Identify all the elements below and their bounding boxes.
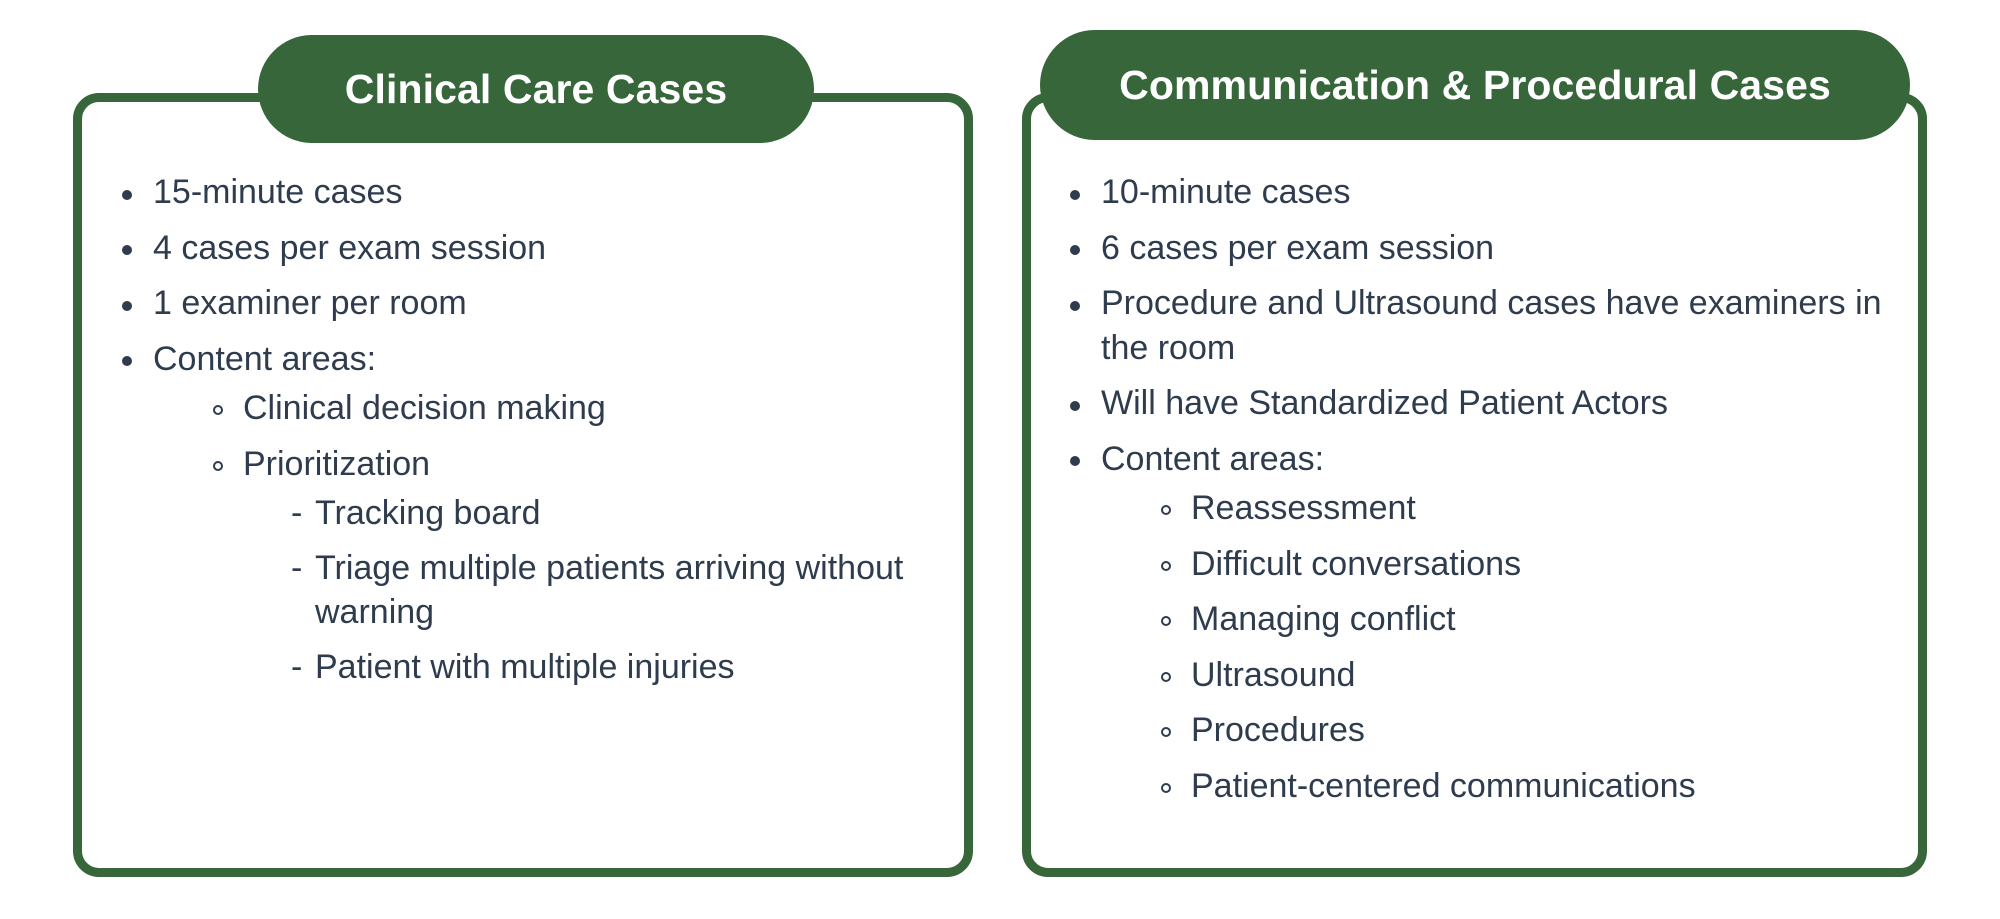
bullet-circle-icon xyxy=(1161,560,1171,571)
list-item-label: Patient-centered communications xyxy=(1191,766,1696,805)
bullet-circle-icon xyxy=(213,460,223,471)
bullet-circle-icon xyxy=(1161,505,1171,516)
list-item-label: Reassessment xyxy=(1191,489,1416,528)
card-communication-procedural-cases-title: Communication & Procedural Cases xyxy=(1040,30,1910,140)
list-item-label: 4 cases per exam session xyxy=(153,228,547,267)
bullet-circle-icon xyxy=(1161,782,1171,793)
list-item-label: Will have Standardized Patient Actors xyxy=(1101,384,1668,423)
list-item-label: Clinical decision making xyxy=(243,389,606,428)
bullet-circle-icon xyxy=(1161,616,1171,627)
bullet-disc-icon xyxy=(122,300,132,311)
list-item-label: Content areas: xyxy=(1101,439,1325,478)
list-item-label: 15-minute cases xyxy=(153,173,403,211)
list-item: - Tracking board xyxy=(291,491,952,536)
list-item: 15-minute cases xyxy=(112,170,952,215)
list-item-label: Prioritization xyxy=(243,444,431,483)
list-item: Procedures xyxy=(1153,708,1920,753)
card-clinical-care-cases-title: Clinical Care Cases xyxy=(258,35,814,143)
list-item-label: Difficult conversations xyxy=(1191,544,1522,583)
card-communication-procedural-cases-body: 10-minute cases 6 cases per exam session… xyxy=(1060,170,1920,819)
list-item-label: Content areas: xyxy=(153,339,377,378)
list-item-label: Managing conflict xyxy=(1191,600,1456,639)
list-item: Difficult conversations xyxy=(1153,542,1920,587)
list-item: 1 examiner per room xyxy=(112,281,952,326)
bullet-circle-icon xyxy=(1161,727,1171,738)
card-clinical-care-cases-body: 15-minute cases 4 cases per exam session… xyxy=(112,170,952,700)
bullet-disc-icon xyxy=(1070,245,1080,256)
sublist-prioritization: - Tracking board - Triage multiple patie… xyxy=(243,491,952,689)
list-item: Clinical decision making xyxy=(205,386,952,431)
bullet-disc-icon xyxy=(122,189,132,200)
list-item-label: Triage multiple patients arriving withou… xyxy=(315,548,904,632)
bullet-dash-icon: - xyxy=(291,548,303,587)
sublist-content-areas: Clinical decision making Prioritization … xyxy=(153,386,952,689)
list-item-label: 10-minute cases xyxy=(1101,173,1351,211)
list-item: Patient-centered communications xyxy=(1153,764,1920,809)
list-item-label: Tracking board xyxy=(315,494,541,533)
bullet-circle-icon xyxy=(213,405,223,416)
bullet-disc-icon xyxy=(1070,400,1080,411)
list-item-label: Ultrasound xyxy=(1191,655,1356,694)
bullet-circle-icon xyxy=(1161,671,1171,682)
bullet-dash-icon: - xyxy=(291,494,303,533)
bullet-disc-icon xyxy=(122,356,132,367)
list-item: - Triage multiple patients arriving with… xyxy=(291,546,952,635)
bullet-disc-icon xyxy=(122,245,132,256)
list-item: Ultrasound xyxy=(1153,653,1920,698)
bullet-list-communication-procedural: 10-minute cases 6 cases per exam session… xyxy=(1060,170,1920,808)
list-item: 10-minute cases xyxy=(1060,170,1920,215)
list-item: - Patient with multiple injuries xyxy=(291,645,952,690)
card-communication-procedural-cases xyxy=(1022,93,1927,877)
list-item: Will have Standardized Patient Actors xyxy=(1060,381,1920,426)
list-item-label: 6 cases per exam session xyxy=(1101,228,1495,267)
list-item: Content areas: Reassessment Difficult co… xyxy=(1060,437,1920,809)
bullet-list-clinical-care: 15-minute cases 4 cases per exam session… xyxy=(112,170,952,689)
list-item: 6 cases per exam session xyxy=(1060,226,1920,271)
list-item: Prioritization - Tracking board - Triage… xyxy=(205,442,952,690)
list-item: Procedure and Ultrasound cases have exam… xyxy=(1060,281,1920,370)
sublist-content-areas: Reassessment Difficult conversations Man… xyxy=(1101,486,1920,808)
bullet-disc-icon xyxy=(1070,300,1080,311)
list-item: Managing conflict xyxy=(1153,597,1920,642)
card-clinical-care-cases xyxy=(73,93,973,877)
list-item: Content areas: Clinical decision making … xyxy=(112,337,952,690)
list-item-label: Procedure and Ultrasound cases have exam… xyxy=(1101,284,1882,367)
bullet-disc-icon xyxy=(1070,456,1080,467)
list-item-label: Patient with multiple injuries xyxy=(315,647,735,686)
list-item-label: Procedures xyxy=(1191,711,1365,750)
bullet-disc-icon xyxy=(1070,189,1080,200)
list-item: Reassessment xyxy=(1153,486,1920,531)
list-item-label: 1 examiner per room xyxy=(153,284,467,323)
bullet-dash-icon: - xyxy=(291,647,303,686)
list-item: 4 cases per exam session xyxy=(112,226,952,271)
